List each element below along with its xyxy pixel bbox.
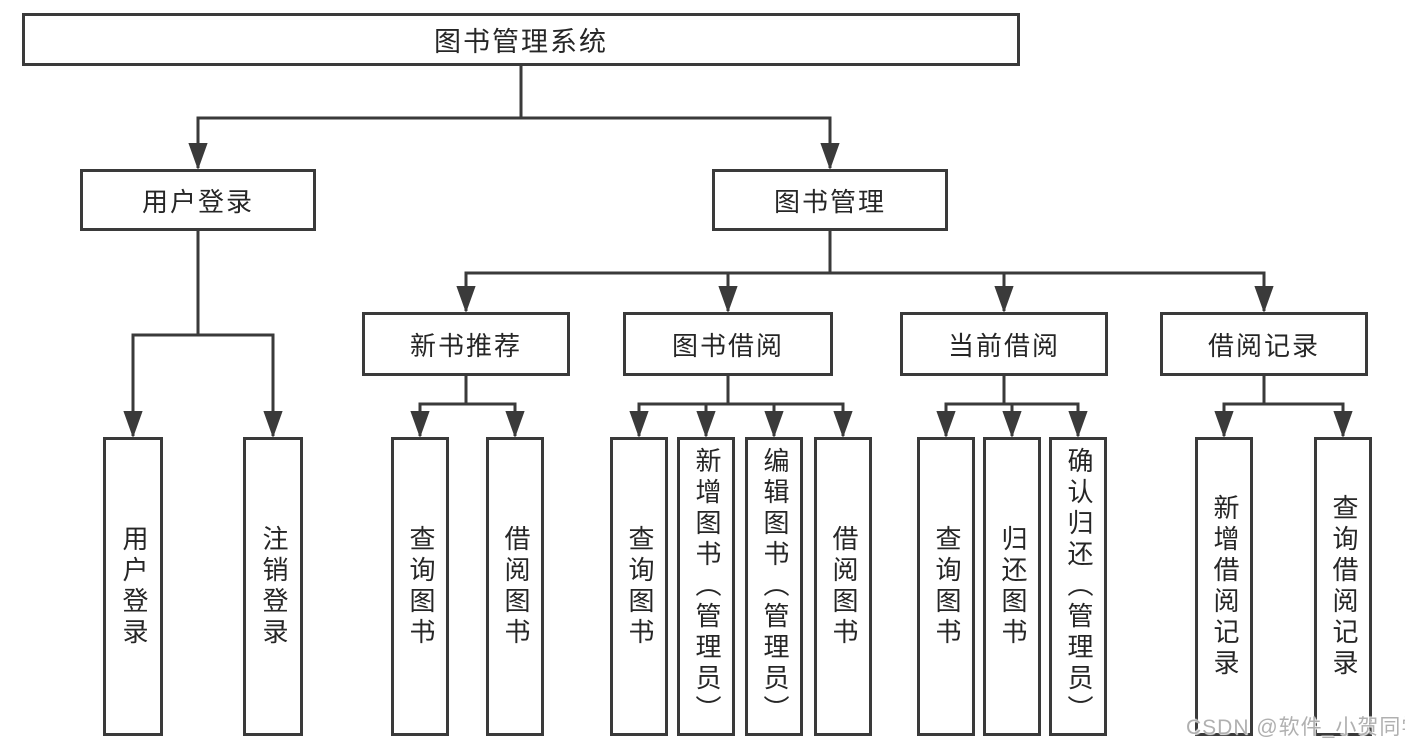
node-label-leaf-bb-add: 新增图书（管理员） [691, 447, 722, 726]
node-box-leaf-bb-borrow: 借阅图书 [814, 437, 872, 736]
node-label-leaf-rec-borrow: 借阅图书 [500, 524, 531, 649]
node-box-leaf-logout: 注销登录 [243, 437, 303, 736]
node-box-leaf-bb-query: 查询图书 [610, 437, 668, 736]
node-box-book-mgmt: 图书管理 [712, 169, 948, 231]
node-label-leaf-rec-query: 查询图书 [405, 524, 436, 649]
node-box-leaf-br-add: 新增借阅记录 [1195, 437, 1253, 736]
edge-new-book-rec [410, 376, 525, 438]
node-label-new-book-rec: 新书推荐 [409, 330, 522, 361]
node-label-root: 图书管理系统 [434, 27, 608, 57]
node-label-borrow-record: 借阅记录 [1207, 330, 1320, 361]
node-box-leaf-user-login: 用户登录 [103, 437, 163, 736]
node-label-book-mgmt: 图书管理 [773, 186, 886, 217]
node-box-leaf-cb-query: 查询图书 [917, 437, 975, 736]
edge-root [188, 66, 840, 170]
node-box-leaf-bb-edit: 编辑图书（管理员） [745, 437, 803, 736]
edge-book-mgmt [456, 231, 1274, 313]
node-label-leaf-bb-borrow: 借阅图书 [828, 524, 859, 649]
node-label-leaf-cb-confirm: 确认归还（管理员） [1063, 447, 1094, 726]
node-box-leaf-br-query: 查询借阅记录 [1314, 437, 1372, 736]
node-label-book-borrow: 图书借阅 [671, 330, 784, 361]
node-box-current-borrow: 当前借阅 [900, 312, 1108, 376]
node-label-user-login: 用户登录 [141, 186, 254, 217]
node-box-book-borrow: 图书借阅 [623, 312, 833, 376]
node-label-leaf-user-login: 用户登录 [118, 524, 149, 649]
node-box-leaf-rec-query: 查询图书 [391, 437, 449, 736]
node-box-leaf-cb-confirm: 确认归还（管理员） [1049, 437, 1107, 736]
node-label-leaf-br-query: 查询借阅记录 [1328, 493, 1359, 680]
edge-borrow-record [1214, 376, 1353, 438]
edge-layer [123, 66, 1353, 438]
edge-book-borrow [629, 376, 853, 438]
node-label-leaf-bb-query: 查询图书 [624, 524, 655, 649]
node-box-leaf-bb-add: 新增图书（管理员） [677, 437, 735, 736]
node-box-borrow-record: 借阅记录 [1160, 312, 1368, 376]
edge-current-borrow [936, 376, 1088, 438]
node-label-leaf-bb-edit: 编辑图书（管理员） [759, 447, 790, 726]
node-label-leaf-cb-query: 查询图书 [931, 524, 962, 649]
node-box-root: 图书管理系统 [22, 13, 1020, 66]
node-box-new-book-rec: 新书推荐 [362, 312, 570, 376]
node-box-user-login: 用户登录 [80, 169, 316, 231]
node-label-leaf-logout: 注销登录 [258, 524, 289, 649]
node-box-leaf-cb-return: 归还图书 [983, 437, 1041, 736]
node-box-leaf-rec-borrow: 借阅图书 [486, 437, 544, 736]
node-label-leaf-cb-return: 归还图书 [997, 524, 1028, 649]
node-label-current-borrow: 当前借阅 [947, 330, 1060, 361]
node-label-leaf-br-add: 新增借阅记录 [1209, 493, 1240, 680]
edge-user-login [123, 231, 283, 438]
watermark: CSDN @软件_小贺同学 [1186, 716, 1405, 739]
